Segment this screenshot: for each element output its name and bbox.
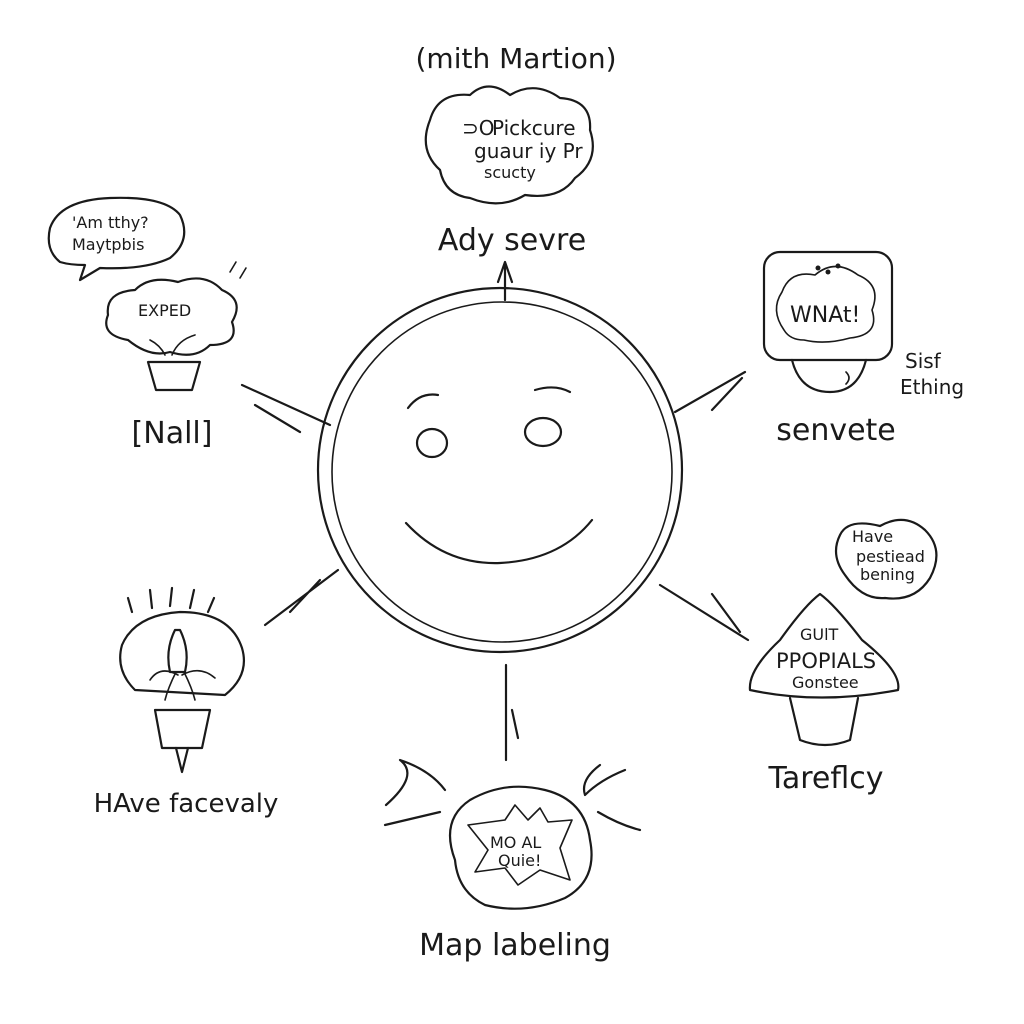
node-top: ⊃O Pickcure guaur iy Pr scucty Ady sevre [426,87,593,259]
box-text: WNAt! [790,303,860,328]
ray-top [498,262,512,300]
sun-rays [242,262,748,760]
side-line-2: Ething [900,375,964,399]
lightbulb-plant-icon [120,612,244,772]
shade-line-2: PPOPIALS [776,649,876,673]
left-eye [417,429,447,457]
smiley-face-icon [406,387,592,563]
node-bottom-label: Map labeling [419,928,611,963]
node-top-right-label: senvete [776,413,896,448]
diagram-title: (mith Martion) [416,42,617,75]
central-sun [242,262,748,760]
node-top-left: 'Am tthy? Maytpbis EXPED [Nall] [49,198,246,451]
side-line-1: Sisf [905,349,942,373]
burst-line-1: MO AL [490,833,541,852]
right-eyebrow [535,387,570,392]
plant-text: EXPED [138,301,191,320]
glow-lines [128,588,214,612]
node-top-left-label: [Nall] [132,416,213,451]
cloud-mark: ⊃O [462,116,495,140]
bubble-line-2: Maytpbis [72,235,144,254]
speech-box-icon: WNAt! [764,252,892,392]
potted-cloud-plant-icon: EXPED [106,278,236,390]
ray-bottom-left [265,570,338,625]
smile-mouth [406,520,592,563]
ray-top-left [242,385,330,432]
lamp-shade-icon: GUlT PPOPIALS Gonstee [750,594,898,745]
node-top-label: Ady sevre [438,223,586,258]
bubble-line-3: bening [860,565,915,584]
motion-lines [385,760,640,830]
shade-line-1: GUlT [800,625,839,644]
sparkle-marks [230,262,246,278]
node-bottom: MO AL Quie! Map labeling [385,760,640,963]
sun-outer-ring [318,288,682,652]
left-eyebrow [408,395,438,408]
node-bottom-right-label: Tareflcy [767,761,883,796]
ray-bottom [506,665,518,760]
ray-top-right [675,372,745,412]
cloud-line-2: guaur iy Pr [474,139,583,163]
node-bottom-right: Have pestiead bening GUlT PPOPIALS Gonst… [750,520,937,796]
node-top-right: WNAt! Sisf Ething senvete [764,252,964,448]
node-bottom-left: HAve facevaly [94,588,279,819]
cloud-line-1: Pickcure [492,116,576,140]
bubble-line-1: 'Am tthy? [72,213,149,232]
cloud-line-3: scucty [484,163,536,182]
bubble-line-1: Have [852,527,893,546]
bubble-line-2: pestiead [856,547,925,566]
sun-inner-ring [332,302,672,642]
burst-line-2: Quie! [498,851,541,870]
ray-bottom-right [660,585,748,640]
shade-line-3: Gonstee [792,673,859,692]
node-bottom-left-label: HAve facevaly [94,789,279,819]
right-eye [525,418,561,446]
